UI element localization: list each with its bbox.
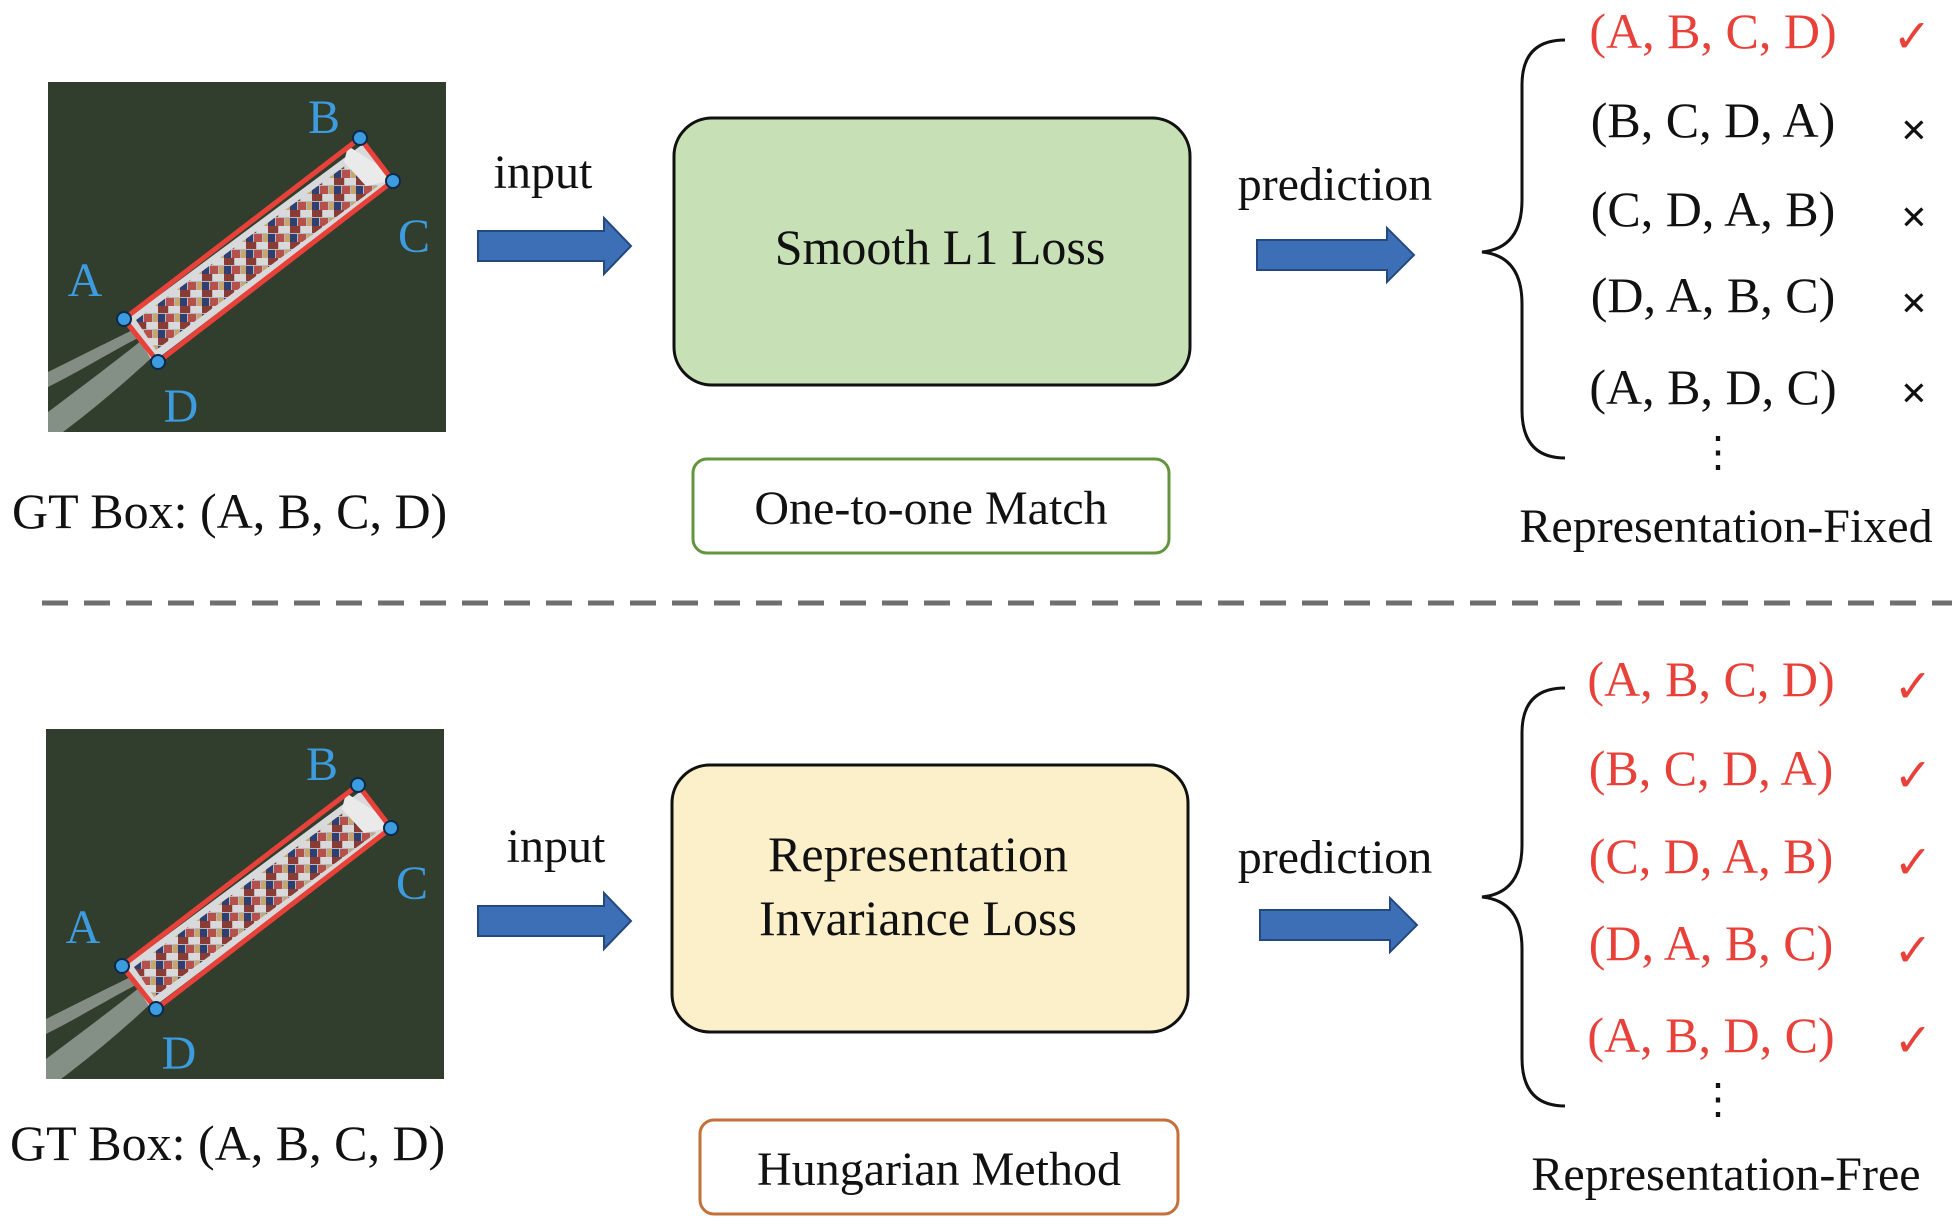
top-prediction-3: (C, D, A, B)	[1591, 181, 1835, 237]
top-input-arrow	[477, 215, 633, 277]
top-corner-label-b: B	[308, 91, 340, 144]
top-prediction-label: prediction	[1238, 158, 1433, 211]
top-prediction-5-cross-icon: ×	[1901, 367, 1927, 418]
bottom-prediction-2: (B, C, D, A)	[1589, 740, 1833, 796]
bottom-corner-d-marker	[148, 1001, 164, 1017]
bottom-input-arrow	[477, 890, 633, 952]
bottom-ship-image: A B C D	[46, 729, 444, 1080]
bottom-prediction-1-check-icon: ✓	[1894, 661, 1933, 712]
top-prediction-3-cross-icon: ×	[1901, 191, 1927, 242]
top-caption: Representation-Fixed	[1519, 500, 1932, 553]
bottom-loss-box	[670, 763, 1190, 1034]
top-corner-d-marker	[150, 354, 166, 370]
bottom-prediction-arrow	[1259, 895, 1419, 955]
bottom-prediction-5-check-icon: ✓	[1894, 1015, 1933, 1066]
bottom-corner-label-a: A	[66, 901, 101, 954]
bottom-prediction-2-check-icon: ✓	[1894, 750, 1933, 801]
top-loss-box-label: Smooth L1 Loss	[775, 219, 1106, 275]
top-prediction-4: (D, A, B, C)	[1591, 267, 1835, 323]
bottom-prediction-4: (D, A, B, C)	[1589, 915, 1833, 971]
bottom-corner-a-marker	[114, 958, 130, 974]
top-prediction-1-check-icon: ✓	[1893, 11, 1932, 62]
bottom-match-tag-label: Hungarian Method	[757, 1143, 1121, 1196]
bottom-ellipsis: ⋮	[1697, 1077, 1739, 1123]
top-corner-label-d: D	[164, 380, 199, 433]
bottom-prediction-list: (A, B, C, D) ✓ (B, C, D, A) ✓ (C, D, A, …	[1587, 651, 1932, 1123]
bottom-prediction-label: prediction	[1238, 831, 1433, 884]
top-corner-label-a: A	[68, 254, 103, 307]
top-ellipsis: ⋮	[1697, 430, 1739, 476]
top-prediction-5: (A, B, D, C)	[1589, 359, 1836, 415]
bottom-corner-label-c: C	[396, 857, 428, 910]
top-corner-label-c: C	[398, 210, 430, 263]
bottom-caption: Representation-Free	[1531, 1148, 1920, 1201]
top-ship-image: A B C D	[48, 82, 446, 433]
top-corner-b-marker	[352, 130, 368, 146]
top-input-label: input	[494, 146, 593, 199]
bottom-prediction-4-check-icon: ✓	[1894, 925, 1933, 976]
bottom-corner-b-marker	[350, 777, 366, 793]
top-prediction-2: (B, C, D, A)	[1591, 92, 1835, 148]
bottom-corner-label-d: D	[162, 1027, 197, 1080]
bottom-input-label: input	[507, 820, 606, 873]
bottom-corner-label-b: B	[306, 738, 338, 791]
bottom-brace	[1481, 686, 1566, 1108]
top-corner-a-marker	[116, 311, 132, 327]
top-prediction-list: (A, B, C, D) ✓ (B, C, D, A) × (C, D, A, …	[1589, 3, 1931, 476]
top-panel: A B C D GT Box: (A, B, C, D) input Smoot…	[12, 3, 1933, 555]
top-prediction-1: (A, B, C, D)	[1589, 3, 1836, 59]
bottom-gt-box-label: GT Box: (A, B, C, D)	[10, 1115, 445, 1171]
bottom-corner-c-marker	[383, 820, 399, 836]
top-brace	[1481, 38, 1566, 460]
top-gt-box-label: GT Box: (A, B, C, D)	[12, 483, 447, 539]
top-corner-c-marker	[385, 173, 401, 189]
bottom-loss-box-label-line2: Invariance Loss	[759, 890, 1077, 946]
bottom-prediction-1: (A, B, C, D)	[1587, 651, 1834, 707]
bottom-prediction-3-check-icon: ✓	[1894, 837, 1933, 888]
top-prediction-2-cross-icon: ×	[1901, 104, 1927, 155]
bottom-panel: A B C D GT Box: (A, B, C, D) input Repre…	[10, 651, 1932, 1216]
top-prediction-arrow	[1256, 225, 1416, 285]
top-match-tag-label: One-to-one Match	[754, 482, 1107, 535]
top-loss-box	[672, 116, 1192, 387]
bottom-match-tag	[698, 1118, 1180, 1216]
top-prediction-4-cross-icon: ×	[1901, 277, 1927, 328]
bottom-prediction-3: (C, D, A, B)	[1589, 828, 1833, 884]
bottom-prediction-5: (A, B, D, C)	[1587, 1007, 1834, 1063]
top-match-tag	[691, 457, 1171, 555]
bottom-loss-box-label-line1: Representation	[768, 826, 1068, 882]
